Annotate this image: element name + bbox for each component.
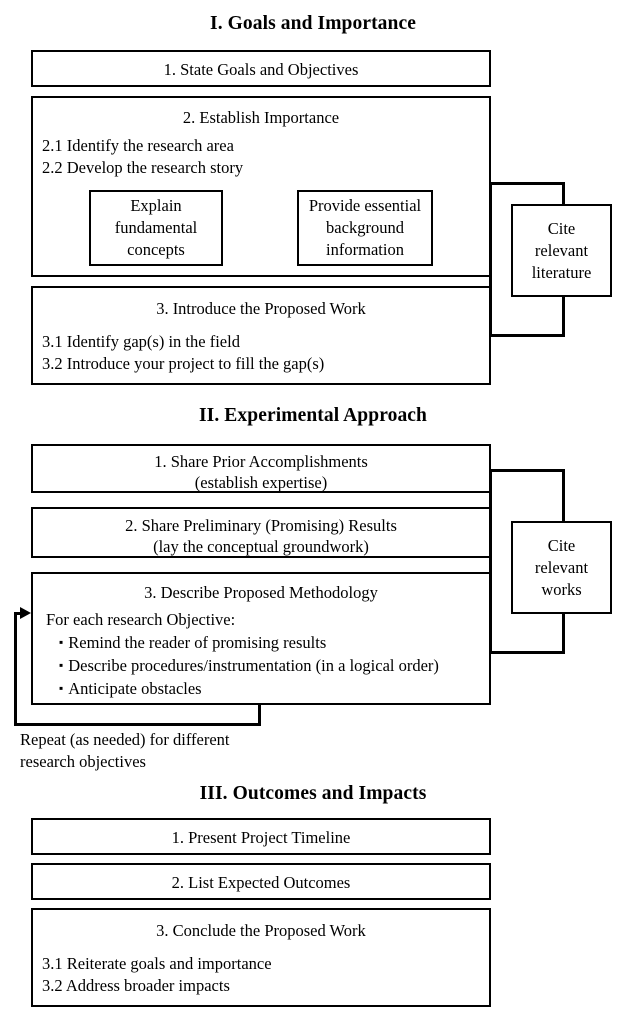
step-box-state-goals[interactable]: 1. State Goals and Objectives [31, 50, 491, 87]
step-title-establish-importance: 2. Establish Importance [182, 108, 340, 127]
connector-goals-bottom-stub [489, 334, 565, 337]
loop-arrow-head-icon [20, 606, 31, 619]
methodology-bullet-list: For each research Objective: ▪ Remind the… [46, 609, 439, 700]
loop-caption-repeat-for-objectives: Repeat (as needed) for different researc… [20, 730, 230, 771]
methodology-bullet-text: Remind the reader of promising results [68, 633, 327, 652]
step-box-present-project-timeline[interactable]: 1. Present Project Timeline [31, 818, 491, 855]
step-title-describe-proposed-methodology: 3. Describe Proposed Methodology [144, 583, 378, 602]
loop-line-down-from-box [258, 703, 261, 726]
section-heading-goals-and-importance: I. Goals and Importance [210, 13, 416, 34]
connector-approach-bottom-stub [489, 651, 565, 654]
subbox-label-explain-fundamental-concepts: Explain fundamental concepts [114, 196, 198, 259]
methodology-bullet-text: Anticipate obstacles [68, 679, 202, 698]
section-heading-experimental-approach: II. Experimental Approach [198, 405, 428, 426]
step-box-describe-proposed-methodology[interactable]: 3. Describe Proposed Methodology For eac… [31, 572, 491, 705]
square-bullet-icon: ▪ [59, 658, 64, 672]
step-title-list-expected-outcomes: 2. List Expected Outcomes [171, 873, 351, 892]
methodology-bullet-text: Describe procedures/instrumentation (in … [68, 656, 439, 675]
step-sublines-conclude-proposed-work: 3.1 Reiterate goals and importance 3.2 A… [42, 954, 272, 995]
subbox-label-provide-background-information: Provide essential background information [308, 196, 422, 259]
step-box-conclude-proposed-work[interactable]: 3. Conclude the Proposed Work 3.1 Reiter… [31, 908, 491, 1007]
section-heading-outcomes-and-impacts: III. Outcomes and Impacts [199, 783, 427, 804]
connector-approach-top-stub [489, 469, 565, 472]
methodology-bullet-lead: For each research Objective: [46, 610, 236, 629]
methodology-bullet-item: ▪ Remind the reader of promising results [46, 631, 439, 654]
side-note-cite-relevant-literature[interactable]: Cite relevant literature [511, 204, 612, 297]
square-bullet-icon: ▪ [59, 681, 64, 695]
step-box-introduce-proposed-work[interactable]: 3. Introduce the Proposed Work 3.1 Ident… [31, 286, 491, 385]
loop-line-arrow-shaft [14, 612, 23, 615]
methodology-bullet-item: ▪ Describe procedures/instrumentation (in… [46, 654, 439, 677]
loop-line-left-vertical [14, 613, 17, 726]
step-title-share-preliminary-results: 2. Share Preliminary (Promising) Results… [125, 516, 397, 556]
step-sublines-introduce-proposed-work: 3.1 Identify gap(s) in the field 3.2 Int… [42, 332, 325, 373]
methodology-bullet-item: ▪ Anticipate obstacles [46, 677, 439, 700]
square-bullet-icon: ▪ [59, 635, 64, 649]
side-note-label-cite-relevant-literature: Cite relevant literature [531, 218, 592, 282]
step-title-present-project-timeline: 1. Present Project Timeline [171, 828, 351, 847]
step-box-share-preliminary-results[interactable]: 2. Share Preliminary (Promising) Results… [31, 507, 491, 558]
step-title-introduce-proposed-work: 3. Introduce the Proposed Work [156, 299, 366, 318]
side-note-label-cite-relevant-works: Cite relevant works [534, 535, 589, 599]
step-box-share-prior-accomplishments[interactable]: 1. Share Prior Accomplishments (establis… [31, 444, 491, 493]
subbox-explain-fundamental-concepts[interactable]: Explain fundamental concepts [89, 190, 223, 266]
step-sublines-establish-importance: 2.1 Identify the research area 2.2 Devel… [42, 136, 244, 177]
step-title-state-goals: 1. State Goals and Objectives [163, 60, 359, 79]
connector-approach-vertical-inner [489, 469, 492, 654]
loop-line-bottom-horizontal [14, 723, 261, 726]
step-title-conclude-proposed-work: 3. Conclude the Proposed Work [156, 921, 366, 940]
step-box-list-expected-outcomes[interactable]: 2. List Expected Outcomes [31, 863, 491, 900]
step-title-share-prior-accomplishments: 1. Share Prior Accomplishments (establis… [154, 452, 368, 492]
subbox-provide-background-information[interactable]: Provide essential background information [297, 190, 433, 266]
side-note-cite-relevant-works[interactable]: Cite relevant works [511, 521, 612, 614]
connector-goals-top-stub [489, 182, 565, 185]
